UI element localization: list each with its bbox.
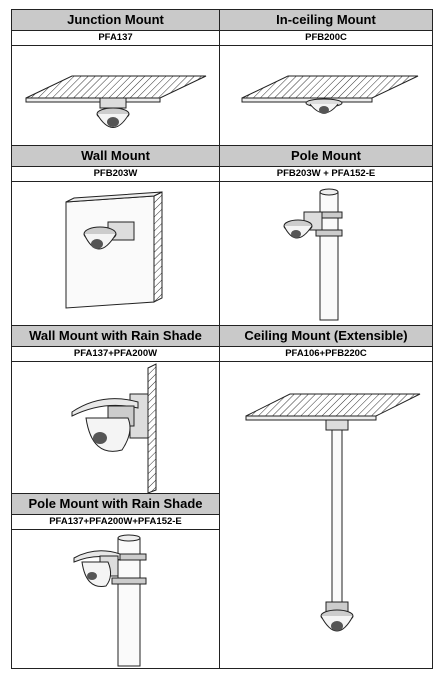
mount-model: PFA137 xyxy=(12,31,219,46)
mount-title: Wall Mount with Rain Shade xyxy=(12,326,219,347)
pole-rain-shade-illustration xyxy=(12,530,219,668)
wall-mount-illustration xyxy=(12,182,219,325)
mount-cell-ceiling-extensible: Ceiling Mount (Extensible) PFA106+PFB220… xyxy=(220,326,432,668)
mount-model: PFA137+PFA200W+PFA152-E xyxy=(12,515,219,530)
mount-title: Pole Mount with Rain Shade xyxy=(12,494,219,515)
mount-title: Wall Mount xyxy=(12,146,219,167)
mount-cell-in-ceiling: In-ceiling Mount PFB200C xyxy=(220,10,432,146)
pole-mount-illustration xyxy=(220,182,432,325)
mount-model: PFB203W xyxy=(12,167,219,182)
mount-title: Junction Mount xyxy=(12,10,219,31)
ceiling-extensible-illustration xyxy=(220,362,432,668)
wall-rain-shade-illustration xyxy=(12,362,219,493)
mount-cell-wall: Wall Mount PFB203W xyxy=(12,146,220,326)
mount-model: PFB203W + PFA152-E xyxy=(220,167,432,182)
mount-cell-pole-rain-shade: Pole Mount with Rain Shade PFA137+PFA200… xyxy=(12,494,220,668)
mount-model: PFA106+PFB220C xyxy=(220,347,432,362)
junction-mount-illustration xyxy=(12,46,219,145)
mount-cell-junction: Junction Mount PFA137 xyxy=(12,10,220,146)
mount-model: PFA137+PFA200W xyxy=(12,347,219,362)
mount-title: In-ceiling Mount xyxy=(220,10,432,31)
mount-title: Pole Mount xyxy=(220,146,432,167)
in-ceiling-mount-illustration xyxy=(220,46,432,145)
mount-cell-wall-rain-shade: Wall Mount with Rain Shade PFA137+PFA200… xyxy=(12,326,220,494)
mount-cell-pole: Pole Mount PFB203W + PFA152-E xyxy=(220,146,432,326)
mount-model: PFB200C xyxy=(220,31,432,46)
mount-title: Ceiling Mount (Extensible) xyxy=(220,326,432,347)
mount-table: Junction Mount PFA137 In-ceiling Mount P… xyxy=(11,9,433,669)
